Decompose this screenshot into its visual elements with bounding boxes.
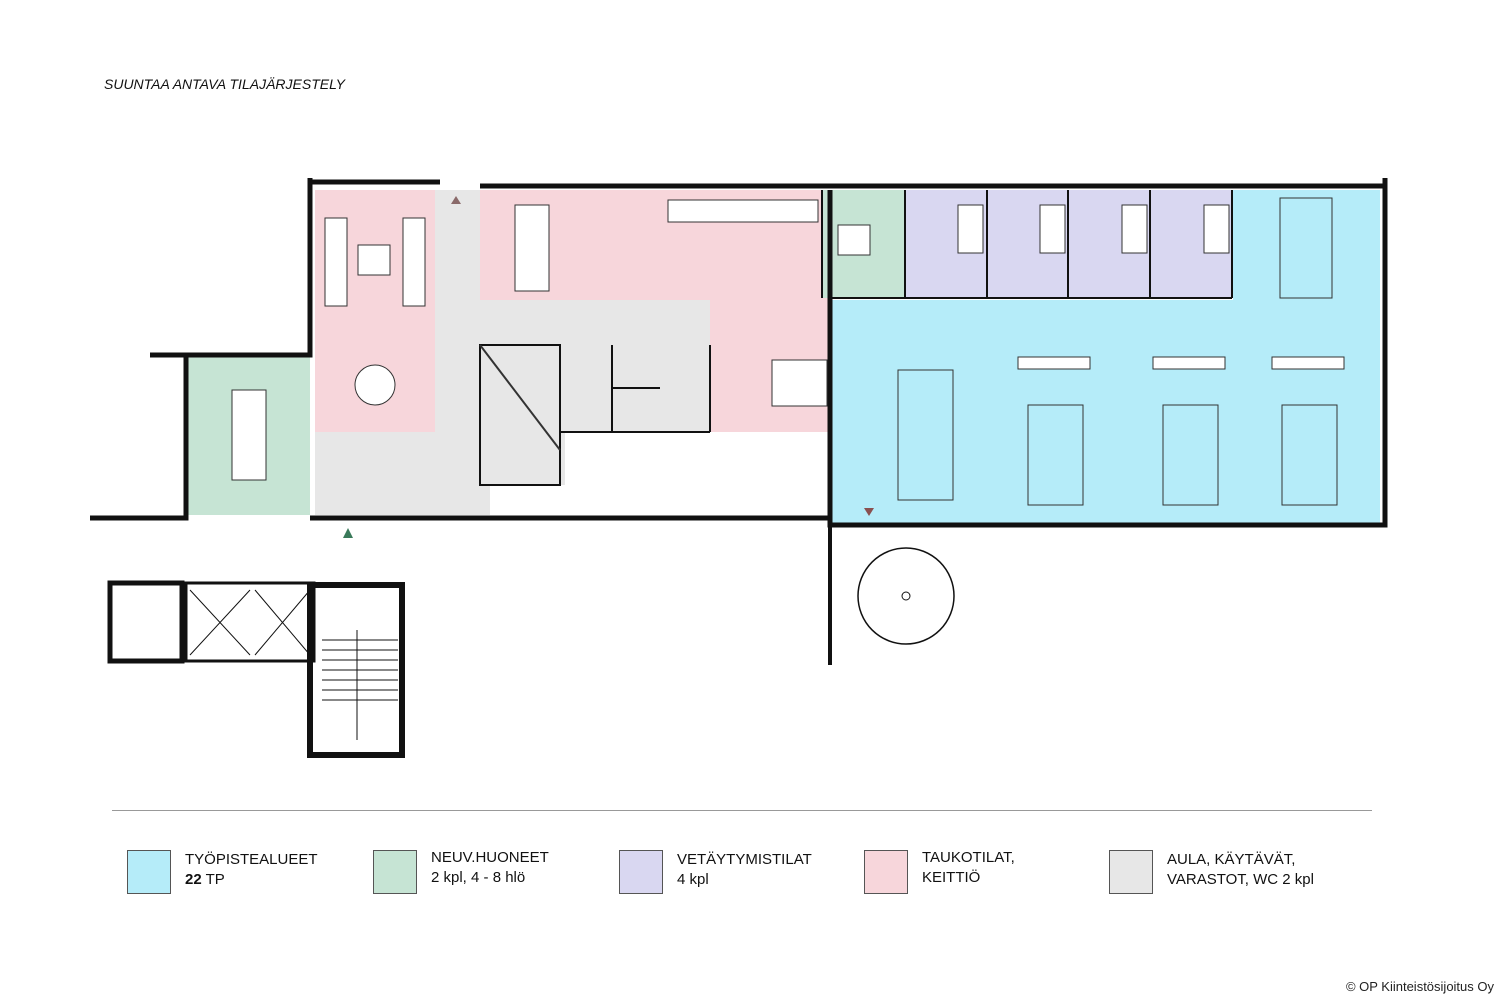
legend-sublabel: TP: [201, 871, 225, 888]
legend-sublabel: KEITTIÖ: [922, 869, 981, 886]
zone-kitchen: [480, 190, 830, 432]
legend-swatch: [1109, 850, 1153, 894]
legend-sublabel: 2 kpl, 4 - 8 hlö: [431, 869, 526, 886]
zone-workstations: [830, 190, 1380, 525]
legend-item-meeting-rooms: NEUV.HUONEET 2 kpl, 4 - 8 hlö: [373, 849, 549, 894]
legend-item-lobby: AULA, KÄYTÄVÄT, VARASTOT, WC 2 kpl: [1109, 850, 1314, 894]
legend-swatch: [619, 850, 663, 894]
furniture: [231, 197, 1345, 506]
divider: [112, 810, 1372, 811]
legend-swatch: [864, 850, 908, 894]
quiet-desks: [957, 204, 1230, 254]
legend-label: TYÖPISTEALUEET: [185, 851, 318, 868]
copyright: © OP Kiinteistösijoitus Oy: [1345, 979, 1494, 994]
entrance-markers: [343, 196, 874, 538]
legend-item-quiet-rooms: VETÄYTYMISTILAT 4 kpl: [619, 850, 812, 894]
floor-plan: [90, 178, 1388, 758]
legend-label: NEUV.HUONEET: [431, 849, 549, 866]
legend-label: TAUKOTILAT,: [922, 849, 1015, 866]
legend-count: 22: [185, 871, 202, 888]
legend-label: AULA, KÄYTÄVÄT,: [1167, 851, 1296, 868]
legend-sublabel: VARASTOT, WC 2 kpl: [1167, 871, 1314, 888]
legend-swatch: [127, 850, 171, 894]
page-title: SUUNTAA ANTAVA TILAJÄRJESTELY: [104, 76, 345, 92]
walls: [90, 178, 1388, 758]
legend-sublabel: 4 kpl: [677, 871, 709, 888]
legend-item-workstations: TYÖPISTEALUEET 22 TP: [127, 850, 318, 894]
legend-label: VETÄYTYMISTILAT: [677, 851, 812, 868]
legend-item-break-rooms: TAUKOTILAT, KEITTIÖ: [864, 849, 1015, 894]
legend-swatch: [373, 850, 417, 894]
desk-clusters: [897, 197, 1345, 506]
